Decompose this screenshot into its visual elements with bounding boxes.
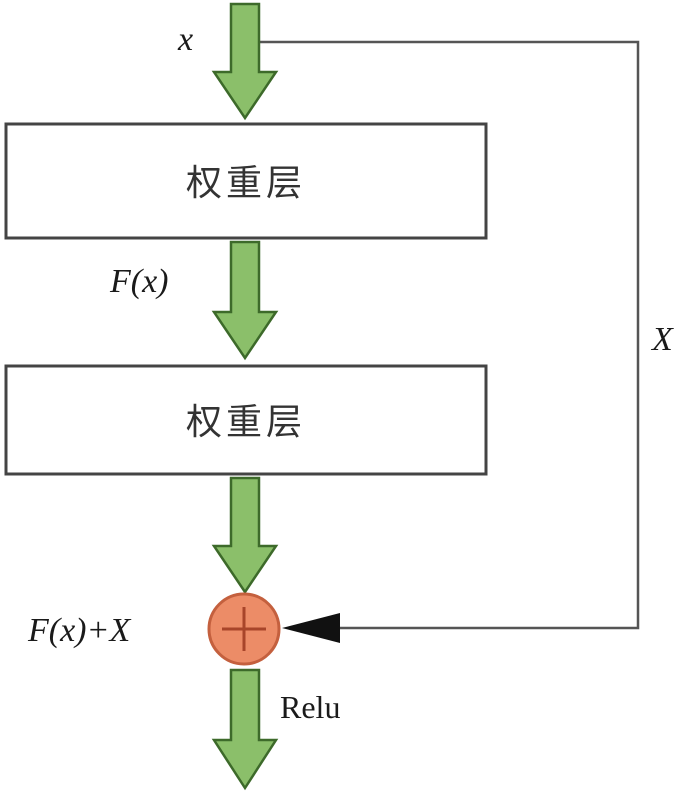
sum-label: F(x)+X: [27, 612, 131, 649]
relu-arrow: [211, 668, 279, 791]
weight-layer-1-label: 权重层: [186, 163, 306, 204]
fx-label: F(x): [109, 263, 169, 300]
shortcut-arrowhead-icon: [282, 613, 340, 643]
shortcut-label: X: [650, 321, 674, 358]
activation-label: Relu: [280, 689, 340, 725]
plus-circle-icon: [207, 592, 281, 666]
weight-layer-1-box: [4, 122, 488, 240]
shortcut-line: [258, 40, 640, 630]
input-arrow: [211, 2, 279, 121]
weight-layer-2-box: [4, 364, 488, 476]
output-arrow: [211, 476, 279, 595]
fx-arrow: [211, 240, 279, 361]
weight-layer-2-label: 权重层: [186, 402, 306, 443]
input-label: x: [177, 21, 193, 58]
